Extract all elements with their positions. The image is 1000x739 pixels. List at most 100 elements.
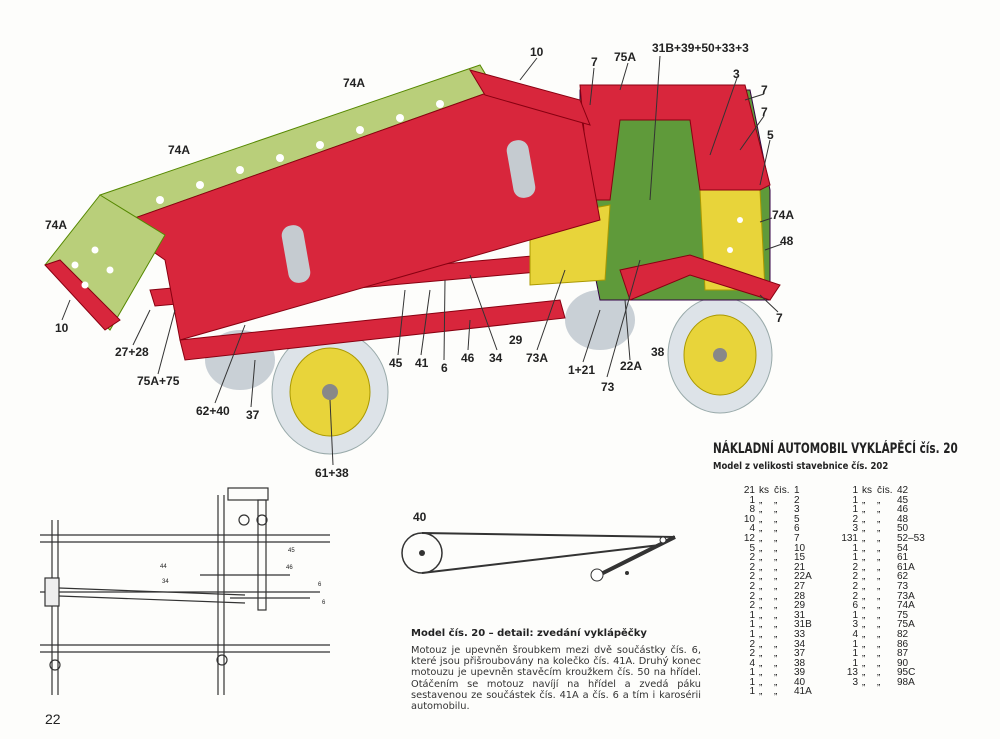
parts-qty: 1 bbox=[852, 610, 858, 621]
parts-qty: 1 bbox=[852, 486, 858, 496]
fender bbox=[619, 254, 781, 301]
callout-label: 7 bbox=[761, 83, 768, 97]
callout-label: 73A bbox=[526, 351, 548, 365]
callout-label: 38 bbox=[651, 345, 665, 359]
parts-row: 2„„37 bbox=[735, 649, 828, 659]
parts-row: 1„„61 bbox=[838, 553, 931, 563]
parts-part-number: 41A bbox=[794, 687, 812, 698]
bracket bbox=[506, 140, 536, 198]
parts-number-label: „ bbox=[877, 505, 881, 515]
parts-part-number: 37 bbox=[794, 649, 806, 659]
parts-qty: 2 bbox=[852, 562, 858, 573]
parts-row: 1„„31 bbox=[735, 611, 828, 621]
holes bbox=[71, 100, 743, 289]
parts-row: 8„„3 bbox=[735, 505, 828, 515]
parts-row: 2„„15 bbox=[735, 553, 828, 563]
parts-part-number: 3 bbox=[794, 505, 800, 515]
parts-row: 1„„87 bbox=[838, 649, 931, 659]
parts-number-label: „ bbox=[877, 543, 881, 554]
parts-number-label: „ bbox=[774, 687, 778, 698]
parts-number-label: „ bbox=[877, 514, 881, 525]
parts-number-label: „ bbox=[877, 581, 881, 592]
parts-qty: 2 bbox=[749, 572, 755, 582]
parts-number-label: „ bbox=[774, 553, 778, 563]
parts-part-number: 46 bbox=[897, 505, 909, 515]
parts-unit: „ bbox=[759, 610, 763, 621]
parts-part-number: 31 bbox=[794, 610, 806, 621]
parts-number-label: „ bbox=[774, 591, 778, 602]
tailgate-strip bbox=[44, 259, 121, 331]
parts-row: 2„„73 bbox=[838, 582, 931, 592]
parts-part-number: 7 bbox=[794, 533, 800, 544]
callout-label: 5 bbox=[767, 128, 774, 142]
parts-number-label: „ bbox=[877, 620, 881, 630]
parts-part-number: 62 bbox=[897, 572, 909, 582]
parts-qty: 1 bbox=[749, 687, 755, 698]
parts-unit: „ bbox=[759, 533, 763, 544]
parts-unit: „ bbox=[862, 505, 866, 515]
parts-unit: „ bbox=[759, 658, 763, 669]
parts-qty: 1 bbox=[749, 495, 755, 506]
parts-number-label: „ bbox=[774, 668, 778, 678]
callout-label: 7 bbox=[591, 55, 598, 69]
parts-number-label: „ bbox=[774, 649, 778, 659]
callout-label: 3 bbox=[733, 67, 740, 81]
callout-label: 73 bbox=[601, 380, 615, 394]
parts-unit: „ bbox=[862, 514, 866, 525]
parts-number-label: „ bbox=[877, 601, 881, 611]
parts-row: 2„„61A bbox=[838, 563, 931, 573]
callout-label: 37 bbox=[246, 408, 260, 422]
parts-row: 2„„21 bbox=[735, 563, 828, 573]
parts-qty: 4 bbox=[852, 629, 858, 640]
callout-label: 27+28 bbox=[115, 345, 149, 359]
parts-number-label: „ bbox=[877, 524, 881, 534]
chassis-beam bbox=[179, 299, 566, 361]
parts-unit: „ bbox=[759, 514, 763, 525]
parts-unit: „ bbox=[759, 639, 763, 650]
callout-label: 6 bbox=[441, 361, 448, 375]
callout-label: 48 bbox=[780, 234, 794, 248]
parts-row: 131„„52–53 bbox=[838, 534, 931, 544]
parts-part-number: 5 bbox=[794, 514, 800, 525]
front-wheel bbox=[565, 290, 773, 414]
parts-number-label: „ bbox=[774, 495, 778, 506]
body-front-strip bbox=[468, 69, 591, 126]
parts-qty: 1 bbox=[852, 639, 858, 650]
parts-number-label: „ bbox=[774, 639, 778, 650]
parts-number-label: „ bbox=[774, 505, 778, 515]
parts-part-number: 22A bbox=[794, 572, 812, 582]
parts-number-label: „ bbox=[877, 553, 881, 563]
parts-row: 12„„7 bbox=[735, 534, 828, 544]
parts-number-label: „ bbox=[877, 591, 881, 602]
parts-part-number: 28 bbox=[794, 591, 806, 602]
parts-part-number: 90 bbox=[897, 658, 909, 669]
parts-part-number: 95C bbox=[897, 668, 916, 678]
parts-number-label: „ bbox=[774, 601, 778, 611]
parts-qty: 2 bbox=[749, 562, 755, 573]
parts-row: 5„„10 bbox=[735, 544, 828, 554]
pulley-diagram: 40 bbox=[401, 510, 676, 582]
page-number: 22 bbox=[45, 711, 61, 727]
parts-unit: „ bbox=[759, 591, 763, 602]
parts-part-number: 39 bbox=[794, 668, 806, 678]
parts-unit: „ bbox=[862, 639, 866, 650]
callout-label: 10 bbox=[530, 45, 544, 59]
parts-part-number: 21 bbox=[794, 562, 806, 573]
parts-unit: „ bbox=[759, 620, 763, 630]
parts-row: 1„„33 bbox=[735, 630, 828, 640]
parts-number-label: „ bbox=[774, 533, 778, 544]
model-title: NÁKLADNÍ AUTOMOBIL VYKLÁPĚCÍ čís. 20 bbox=[713, 441, 958, 457]
parts-number-label: „ bbox=[877, 629, 881, 640]
parts-number-label: „ bbox=[774, 620, 778, 630]
parts-qty: 5 bbox=[749, 543, 755, 554]
parts-number-label: „ bbox=[774, 581, 778, 592]
parts-qty: 4 bbox=[749, 658, 755, 669]
mechanism-label: 45 bbox=[288, 548, 295, 554]
parts-qty: 1 bbox=[749, 620, 755, 630]
parts-unit: „ bbox=[759, 601, 763, 611]
parts-unit: ks bbox=[759, 486, 769, 496]
parts-unit: „ bbox=[759, 524, 763, 534]
parts-row: 2„„48 bbox=[838, 515, 931, 525]
